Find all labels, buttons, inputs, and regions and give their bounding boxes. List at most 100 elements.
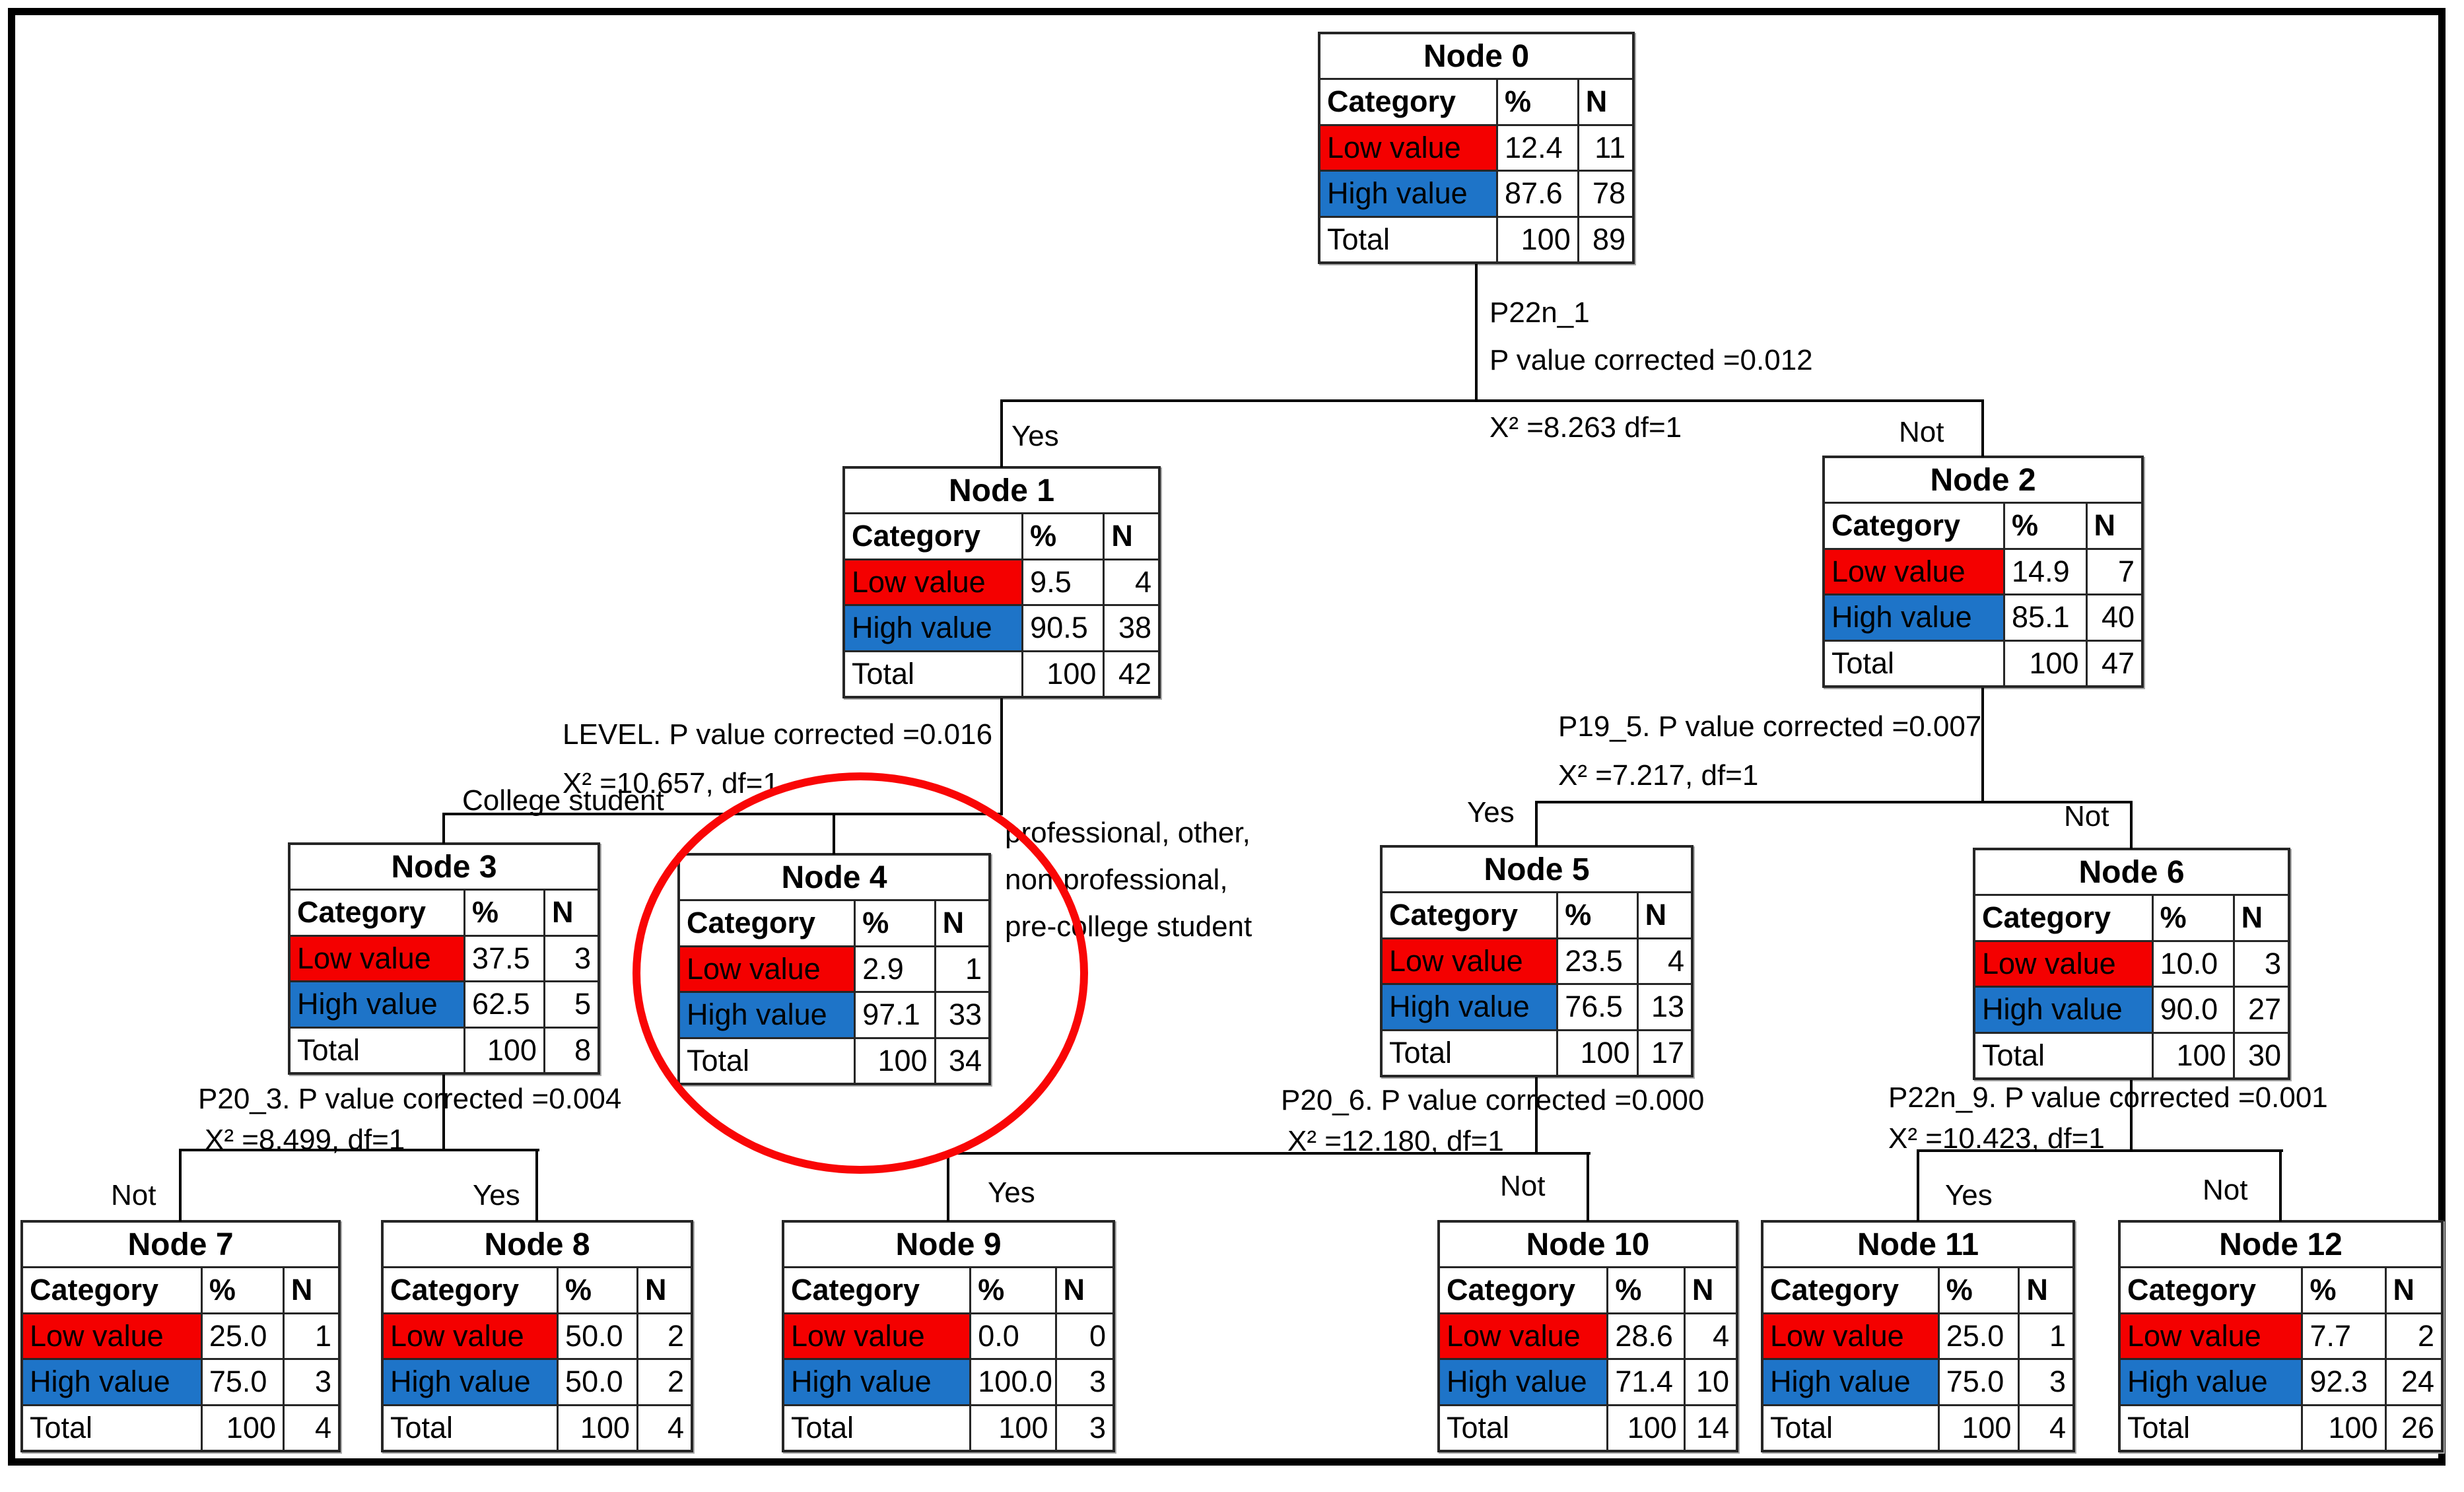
low-value-percent: 23.5 [1558, 939, 1639, 983]
split-node6-chi: X² =10.423, df=1 [1888, 1122, 2105, 1155]
column-header-percent: % [203, 1268, 285, 1312]
row-label-low-value: Low value [680, 947, 856, 991]
row-label-low-value: Low value [1383, 939, 1559, 983]
node-total-row: Total 100 8 [291, 1026, 598, 1072]
split-node0-text: P22n_1 P value corrected =0.012 [1489, 289, 1813, 384]
node-low-value-row: Low value 50.0 2 [384, 1312, 691, 1358]
column-header-category: Category [680, 901, 856, 945]
connector-line [1535, 1077, 1538, 1153]
node-high-value-row: High value 90.5 38 [845, 604, 1158, 650]
node-low-value-row: Low value 2.9 1 [680, 945, 988, 991]
node-title: Node 11 [1763, 1223, 2072, 1268]
connector-line [1475, 264, 1478, 401]
total-count: 8 [574, 1033, 591, 1067]
high-value-percent: 75.0 [203, 1360, 285, 1404]
split-node0-pvalue: P value corrected =0.012 [1489, 344, 1813, 376]
connector-line [1535, 801, 1538, 846]
row-label-high-value: High value [680, 993, 856, 1037]
column-header-category: Category [384, 1268, 559, 1312]
row-label-low-value: Low value [1825, 549, 2006, 593]
high-value-percent: 92.3 [2303, 1360, 2387, 1404]
total-percent: 100 [1498, 217, 1579, 261]
column-header-n: N [1692, 1273, 1714, 1307]
node-total-row: Total 100 47 [1825, 639, 2141, 685]
row-label-total: Total [1975, 1033, 2154, 1077]
high-value-count: 3 [1089, 1365, 1106, 1399]
row-label-high-value: High value [1383, 985, 1559, 1029]
column-header-category: Category [784, 1268, 972, 1312]
connector-line [2279, 1149, 2282, 1221]
low-value-count: 1 [965, 951, 982, 986]
total-percent: 100 [2154, 1033, 2235, 1077]
branch-label-node4-line1: professional, other, [1005, 817, 1250, 849]
total-percent: 100 [203, 1406, 285, 1450]
low-value-percent: 12.4 [1498, 125, 1579, 170]
row-label-total: Total [1440, 1406, 1609, 1450]
branch-label-node12-not: Not [2203, 1174, 2248, 1206]
row-label-high-value: High value [845, 606, 1024, 650]
row-label-low-value: Low value [1440, 1314, 1609, 1358]
low-value-count: 2 [2417, 1318, 2434, 1353]
node-total-row: Total 100 4 [384, 1404, 691, 1450]
node-low-value-row: Low value 28.6 4 [1440, 1312, 1736, 1358]
high-value-count: 13 [1651, 990, 1684, 1024]
total-count: 14 [1695, 1410, 1729, 1444]
column-header-percent: % [1940, 1268, 2020, 1312]
total-percent: 100 [1608, 1406, 1686, 1450]
branch-label-node4-occupations: professional, other, non-professional, p… [1005, 809, 1252, 950]
branch-label-node4-line2: non-professional, [1005, 864, 1228, 896]
column-header-percent: % [1558, 893, 1639, 937]
node-total-row: Total 100 4 [1763, 1404, 2072, 1450]
low-value-percent: 10.0 [2154, 941, 2235, 986]
node-header-row: Category % N [784, 1268, 1112, 1312]
branch-label-node5-yes: Yes [1467, 796, 1515, 829]
row-label-total: Total [784, 1406, 972, 1450]
total-percent: 100 [2303, 1406, 2387, 1450]
node-header-row: Category % N [680, 901, 988, 945]
row-label-high-value: High value [23, 1360, 203, 1404]
node-high-value-row: High value 71.4 10 [1440, 1358, 1736, 1404]
node-high-value-row: High value 97.1 33 [680, 991, 988, 1037]
branch-label-node4-line3: pre-college student [1005, 910, 1252, 943]
connector-line [947, 1152, 1591, 1155]
figure-border [8, 8, 2446, 1466]
split-node3-chi: X² =8.499, df=1 [205, 1124, 405, 1156]
node-title: Node 6 [1975, 850, 2288, 896]
split-node6-text: P22n_9. P value corrected =0.001 X² =10.… [1888, 1077, 2328, 1159]
connector-line [1587, 1152, 1589, 1221]
column-header-n: N [644, 1273, 667, 1307]
low-value-count: 1 [2049, 1318, 2066, 1353]
connector-line [1000, 399, 1003, 467]
split-node2-pvalue: P19_5. P value corrected =0.007 [1558, 710, 1982, 743]
column-header-n: N [1645, 898, 1667, 932]
total-percent: 100 [559, 1406, 638, 1450]
column-header-n: N [2026, 1273, 2048, 1307]
node-7: Node 7 Category % N Low value 25.0 1 Hig… [20, 1220, 341, 1452]
node-header-row: Category % N [1975, 896, 2288, 940]
row-label-total: Total [2121, 1406, 2304, 1450]
total-percent: 100 [465, 1028, 545, 1072]
row-label-high-value: High value [291, 982, 466, 1027]
total-percent: 100 [1023, 652, 1105, 696]
connector-line [1981, 399, 1984, 457]
node-low-value-row: Low value 37.5 3 [291, 934, 598, 980]
total-count: 4 [2049, 1410, 2066, 1444]
node-high-value-row: High value 92.3 24 [2121, 1358, 2441, 1404]
connector-line [1917, 1149, 1919, 1221]
split-node5-pvalue: P20_6. P value corrected =0.000 [1281, 1084, 1705, 1116]
node-12: Node 12 Category % N Low value 7.7 2 Hig… [2118, 1220, 2444, 1452]
split-node2-chi: X² =7.217, df=1 [1558, 759, 1759, 792]
node-low-value-row: Low value 9.5 4 [845, 558, 1158, 604]
connector-line [1000, 698, 1003, 814]
column-header-category: Category [1440, 1268, 1609, 1312]
low-value-percent: 14.9 [2005, 549, 2088, 593]
total-count: 89 [1592, 222, 1626, 256]
high-value-count: 5 [574, 987, 591, 1021]
row-label-total: Total [680, 1038, 856, 1083]
row-label-total: Total [1825, 641, 2006, 685]
node-title: Node 3 [291, 845, 598, 891]
row-label-total: Total [291, 1028, 466, 1072]
connector-line [179, 1149, 182, 1221]
node-total-row: Total 100 14 [1440, 1404, 1736, 1450]
node-low-value-row: Low value 7.7 2 [2121, 1312, 2441, 1358]
